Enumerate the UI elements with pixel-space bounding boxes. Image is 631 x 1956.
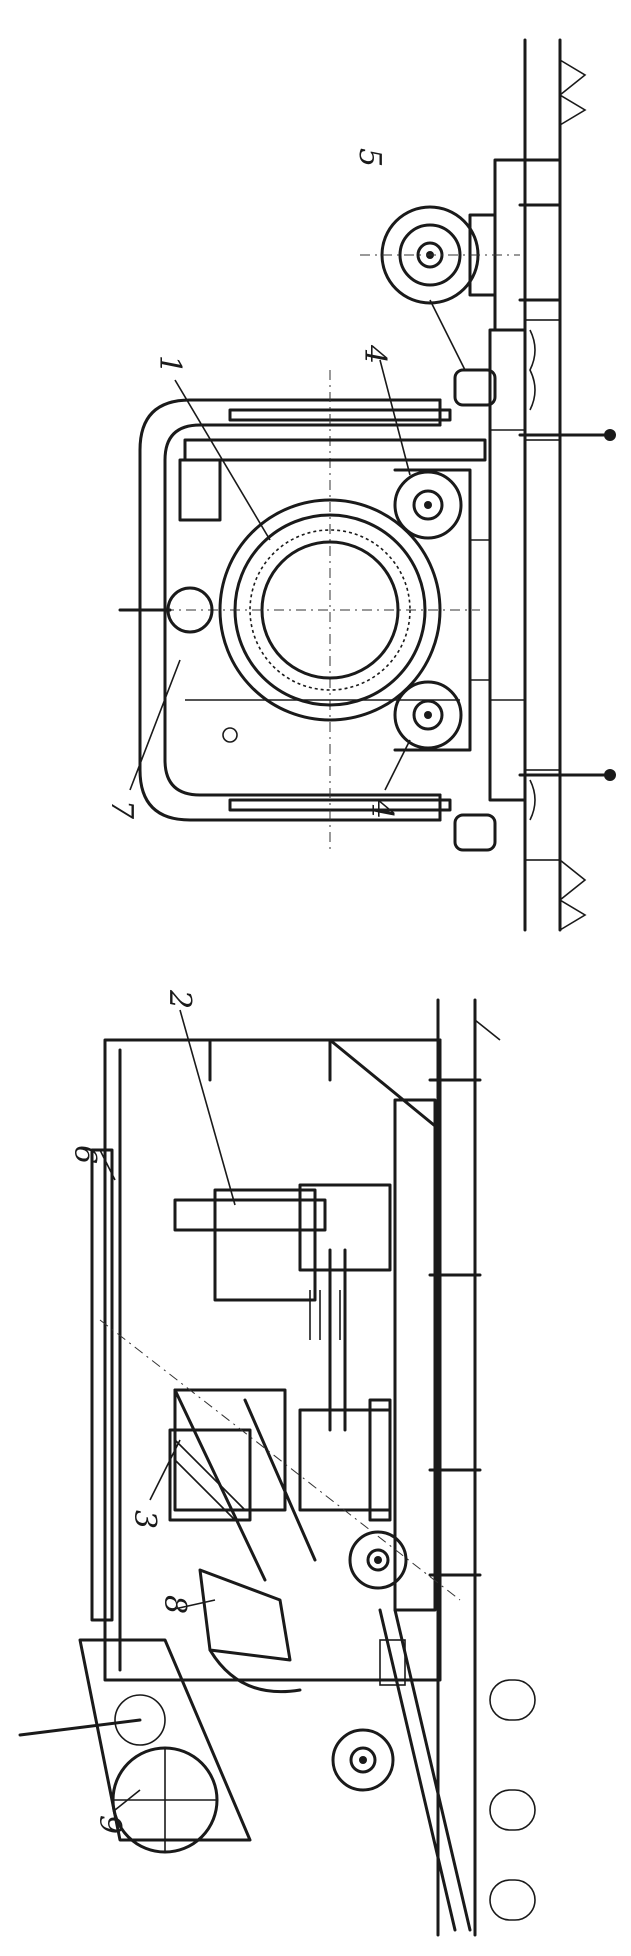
enclosure — [90, 1038, 442, 1682]
inclined-drum — [99, 1319, 461, 1601]
label-9: 9 — [92, 1815, 127, 1834]
lower-labels: 2 3 6 8 9 — [67, 989, 236, 1834]
lower-base — [393, 1078, 482, 1612]
anchor-bolts — [518, 158, 616, 781]
foundation — [523, 38, 587, 932]
floor — [436, 998, 536, 1937]
loader-bucket — [18, 1638, 252, 1854]
upper-labels: 1 4 4 5 7 — [104, 148, 411, 820]
drive-column — [173, 1183, 392, 1432]
support-rollers — [393, 468, 490, 752]
pulleys — [429, 299, 497, 852]
label-8: 8 — [157, 1595, 192, 1614]
label-7: 7 — [104, 800, 139, 820]
label-2: 2 — [162, 989, 197, 1009]
label-4a: 4 — [357, 344, 392, 364]
lower-rollers — [331, 1530, 408, 1792]
burner-unit — [118, 438, 487, 743]
label-1: 1 — [152, 355, 187, 374]
label-5: 5 — [352, 148, 387, 167]
conveyor-skid — [378, 1608, 472, 1932]
gear-motor — [360, 205, 520, 305]
end-view: 1 4 4 5 7 — [104, 38, 616, 932]
side-view: 2 3 6 8 9 — [18, 989, 536, 1937]
label-4b: 4 — [364, 799, 399, 819]
feeder-hopper — [198, 1568, 302, 1694]
label-6: 6 — [67, 1145, 102, 1164]
drum — [120, 498, 480, 722]
label-3: 3 — [127, 1510, 162, 1529]
